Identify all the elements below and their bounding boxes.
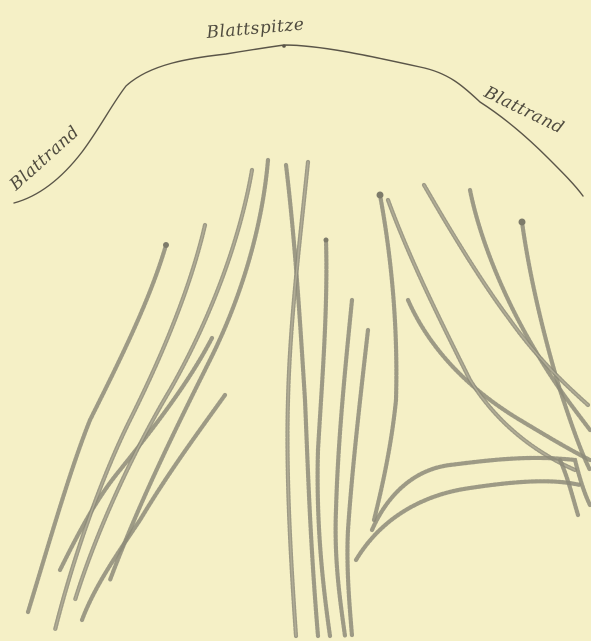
hypha-tip [377,192,384,199]
hypha-tip [519,219,526,226]
hypha-tip [324,238,329,243]
leaf-tip-dot [282,44,286,48]
hypha-tip [163,242,169,248]
